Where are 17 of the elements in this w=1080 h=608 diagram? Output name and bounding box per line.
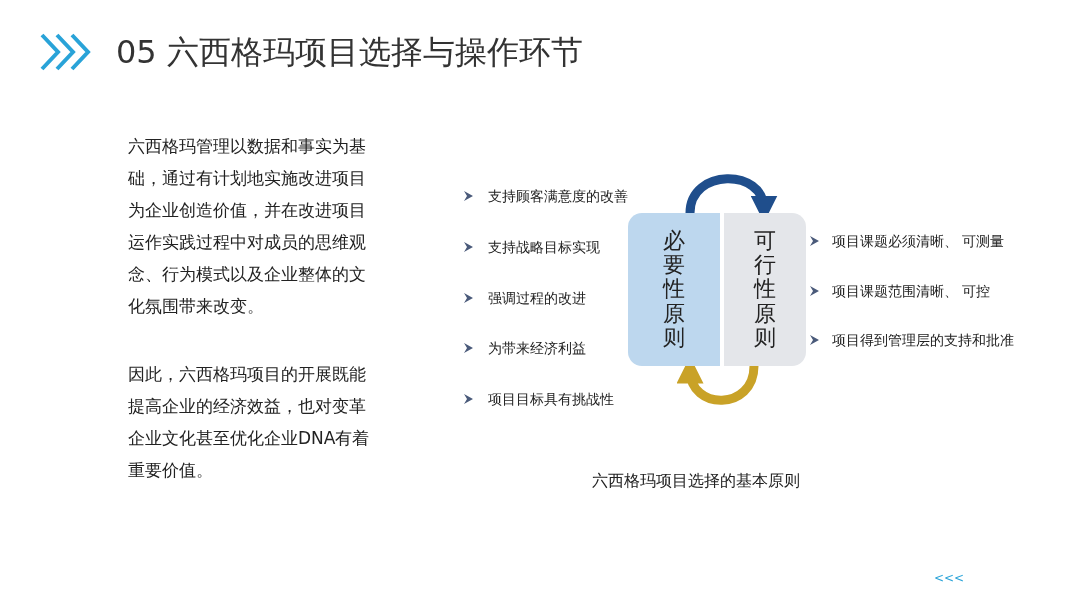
bullet-text: 强调过程的改进 — [488, 289, 586, 308]
vertical-label: 必要性原则 — [663, 229, 685, 350]
paragraph: 六西格玛管理以数据和事实为基础，通过有计划地实施改进项目为企业创造价值，并在改进项目运作实践过程中对成员的思维观念、行为模式以及企业整体的文化氛围带来改变。 — [128, 135, 367, 318]
nav-text: <<< — [934, 570, 965, 586]
bullet-text: 支持战略目标实现 — [488, 238, 600, 257]
page-title: 05 六西格玛项目选择与操作环节 — [116, 32, 583, 72]
principle-box — [724, 213, 806, 366]
diagram-caption: 六西格玛项目选择的基本原则 — [592, 470, 800, 492]
principle-box — [628, 213, 720, 366]
bullet-text: 项目课题范围清晰、 可控 — [832, 282, 991, 301]
paragraph: 因此，六西格玛项目的开展既能提高企业的经济效益，也对变革企业文化甚至优化企业DNA有着重要价值。 — [128, 363, 371, 482]
bullet-text: 支持顾客满意度的改善 — [488, 187, 628, 206]
vertical-label: 可行性原则 — [754, 229, 776, 350]
bullet-text: 项目课题必须清晰、 可测量 — [832, 232, 1005, 251]
bullet-text: 项目目标具有挑战性 — [488, 390, 614, 409]
bullet-text: 项目得到管理层的支持和批准 — [832, 331, 1014, 350]
bullet-text: 为带来经济利益 — [488, 339, 586, 358]
